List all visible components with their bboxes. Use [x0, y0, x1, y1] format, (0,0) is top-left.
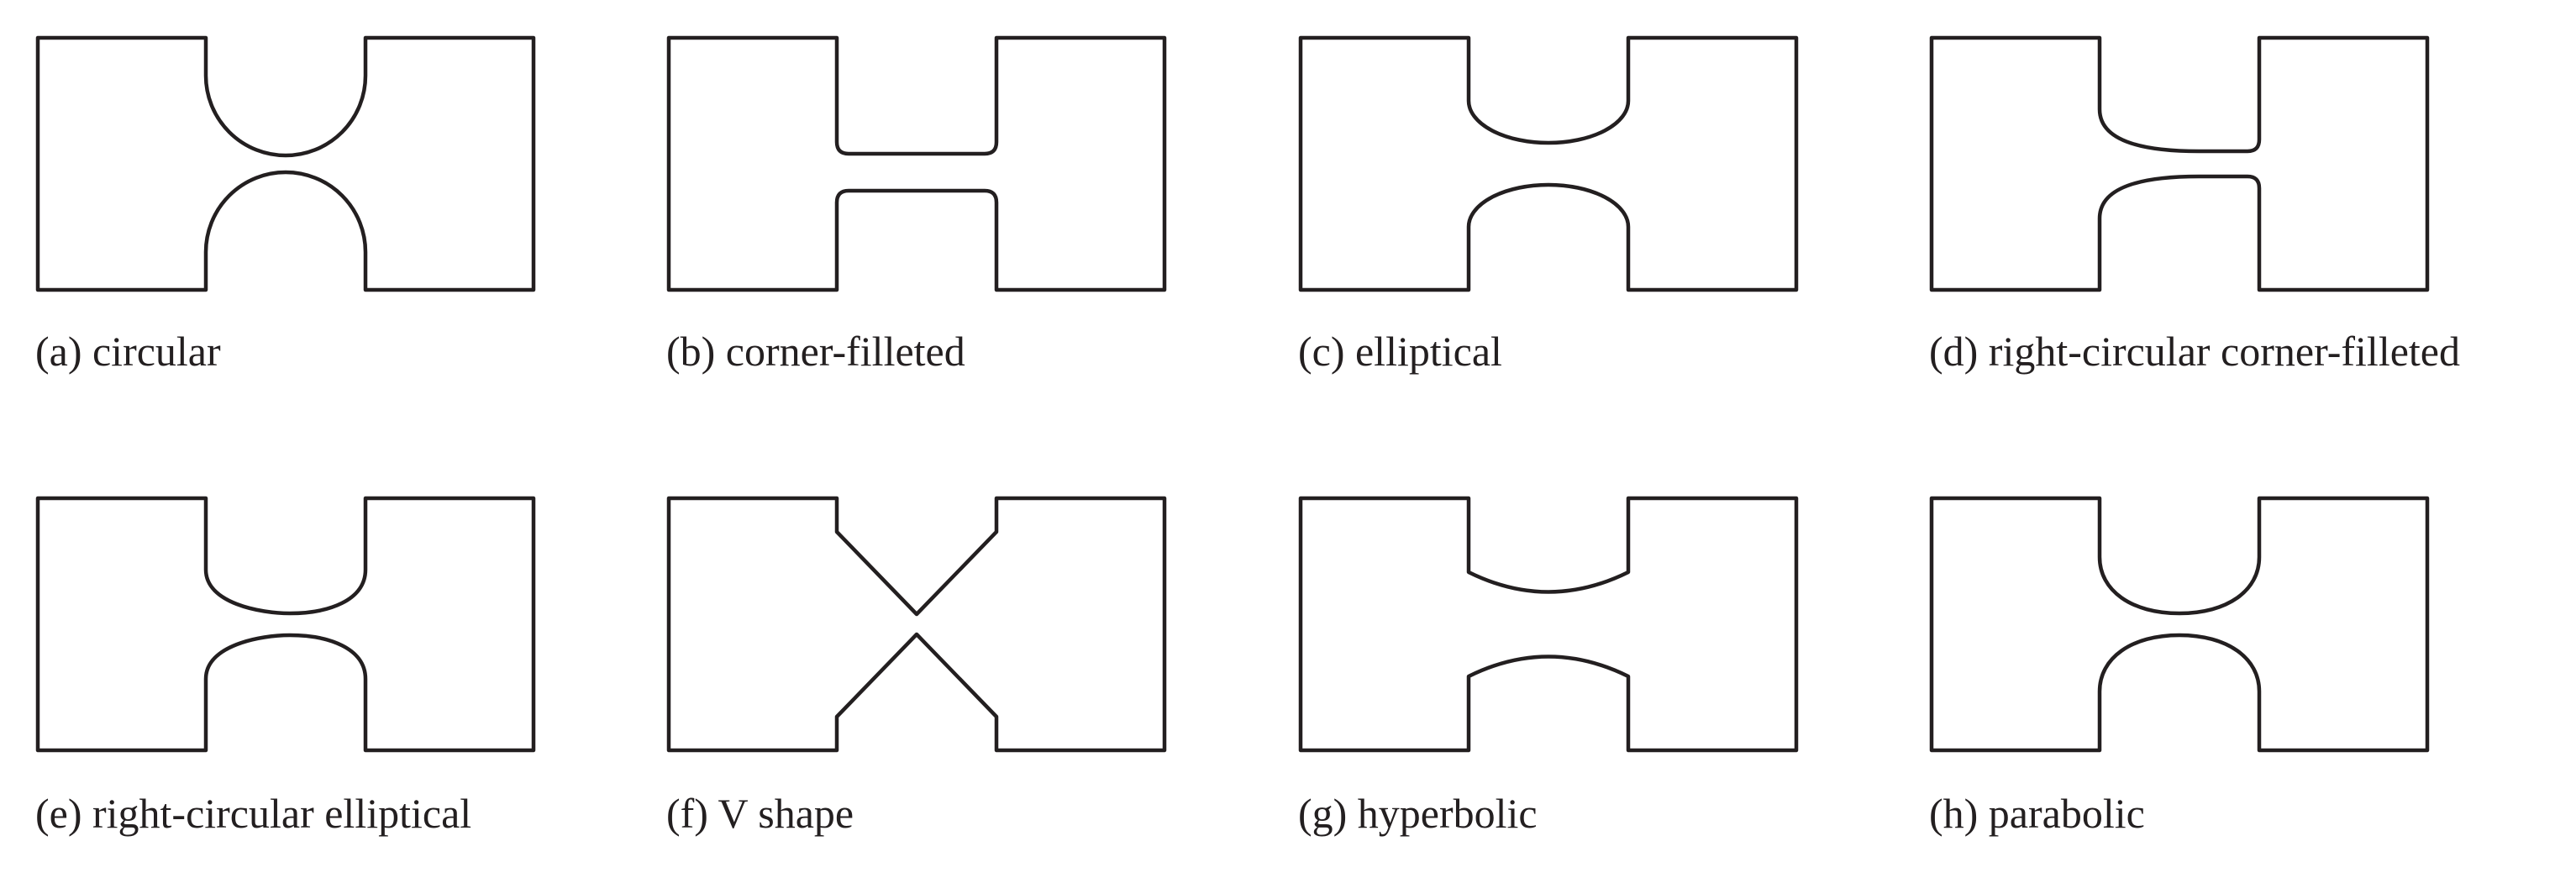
caption-e: (e) right-circular elliptical [35, 790, 472, 837]
hinge-shape-a [35, 35, 536, 292]
hinge-shape-d [1929, 35, 2430, 292]
caption-c: (c) elliptical [1298, 328, 1502, 375]
hinge-outline-d [1929, 35, 2430, 292]
hinge-outline-c [1298, 35, 1799, 292]
hinge-shape-f [666, 496, 1167, 753]
caption-a: (a) circular [35, 328, 221, 375]
hinge-outline-g [1298, 496, 1799, 753]
hinge-outline-h [1929, 496, 2430, 753]
hinge-outline-f [666, 496, 1167, 753]
caption-f: (f) V shape [666, 790, 854, 837]
hinge-outline-b [666, 35, 1167, 292]
hinge-outline-a [35, 35, 536, 292]
hinge-outline-e [35, 496, 536, 753]
hinge-shape-c [1298, 35, 1799, 292]
caption-d: (d) right-circular corner-filleted [1929, 328, 2460, 375]
caption-b: (b) corner-filleted [666, 328, 965, 375]
hinge-shape-b [666, 35, 1167, 292]
hinge-shape-e [35, 496, 536, 753]
hinge-shape-g [1298, 496, 1799, 753]
caption-g: (g) hyperbolic [1298, 790, 1538, 837]
caption-h: (h) parabolic [1929, 790, 2145, 837]
hinge-shape-h [1929, 496, 2430, 753]
